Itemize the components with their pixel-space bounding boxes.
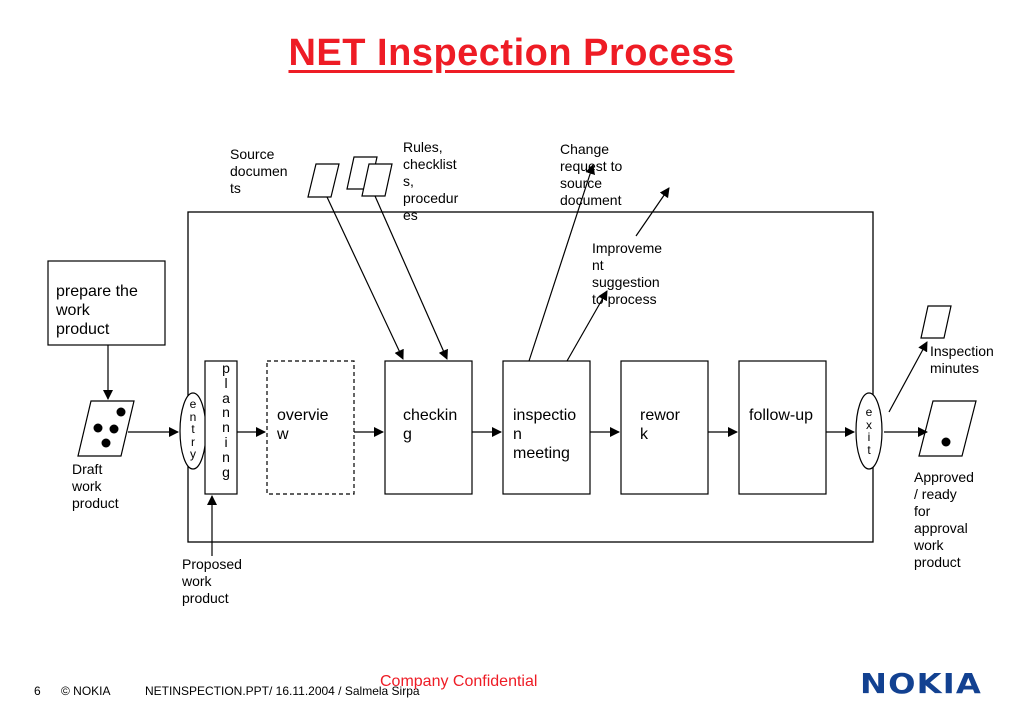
draft-label: Draft work product (72, 461, 119, 511)
inspection-meeting-box (502, 360, 591, 495)
process-frame (187, 211, 874, 543)
copyright: © NOKIA (61, 684, 111, 698)
draft-dot (101, 438, 111, 448)
source-documents-label: Source documen ts (230, 146, 288, 196)
draft-dot (116, 407, 126, 417)
arrow-meeting-to-improvement (566, 290, 608, 362)
checking-box (384, 360, 473, 495)
draft-dot (109, 424, 119, 434)
exit-label: e x i t (865, 405, 873, 457)
entry-label: e n t r y (189, 397, 197, 461)
follow-up-label: follow-up (749, 407, 814, 424)
confidential-label: Company Confidential (380, 673, 538, 690)
improvement-label: Improveme nt suggestion to process (592, 240, 663, 307)
draft-work-product-icon (77, 400, 135, 457)
inspection-meeting-label: inspectio n meeting (513, 407, 577, 462)
change-request-label: Change request to source document (560, 141, 623, 208)
nokia-logo: NOKIA (860, 667, 982, 700)
rework-box (620, 360, 709, 495)
file-info: NETINSPECTION.PPT/ 16.11.2004 / Salmela … (145, 684, 420, 698)
arrow-rules-to-checking (374, 195, 448, 360)
arrow-exit-to-minutes (888, 341, 928, 413)
approved-dot (941, 437, 951, 447)
inspection-minutes-label: Inspection minutes (930, 343, 994, 376)
planning-label: p l a n n i n g (222, 360, 230, 480)
prepare-text: prepare the work product (56, 283, 138, 338)
page-number: 6 (34, 684, 41, 698)
approved-work-product-icon (918, 400, 977, 457)
inspection-minutes-icon (920, 305, 952, 339)
follow-up-box (738, 360, 827, 495)
checking-label: checkin g (403, 407, 458, 443)
draft-dot (93, 423, 103, 433)
arrow-source-to-checking (326, 196, 404, 360)
planning-box (204, 360, 238, 495)
arrow-meeting-to-change-request (528, 164, 595, 362)
exit-oval (855, 392, 883, 470)
proposed-label: Proposed work product (182, 556, 242, 606)
arrow-improvement-to-outside (635, 187, 670, 237)
rework-label: rewor k (640, 407, 681, 443)
page-title: NET Inspection Process (288, 32, 735, 74)
overview-box (266, 360, 355, 495)
rules-document-icon-front (361, 163, 393, 197)
rules-label: Rules, checklist s, procedur es (403, 139, 459, 223)
source-document-icon (307, 163, 340, 198)
approved-label: Approved / ready for approval work produ… (914, 469, 974, 570)
prepare-box (47, 260, 166, 346)
overview-label: overvie w (277, 407, 329, 443)
